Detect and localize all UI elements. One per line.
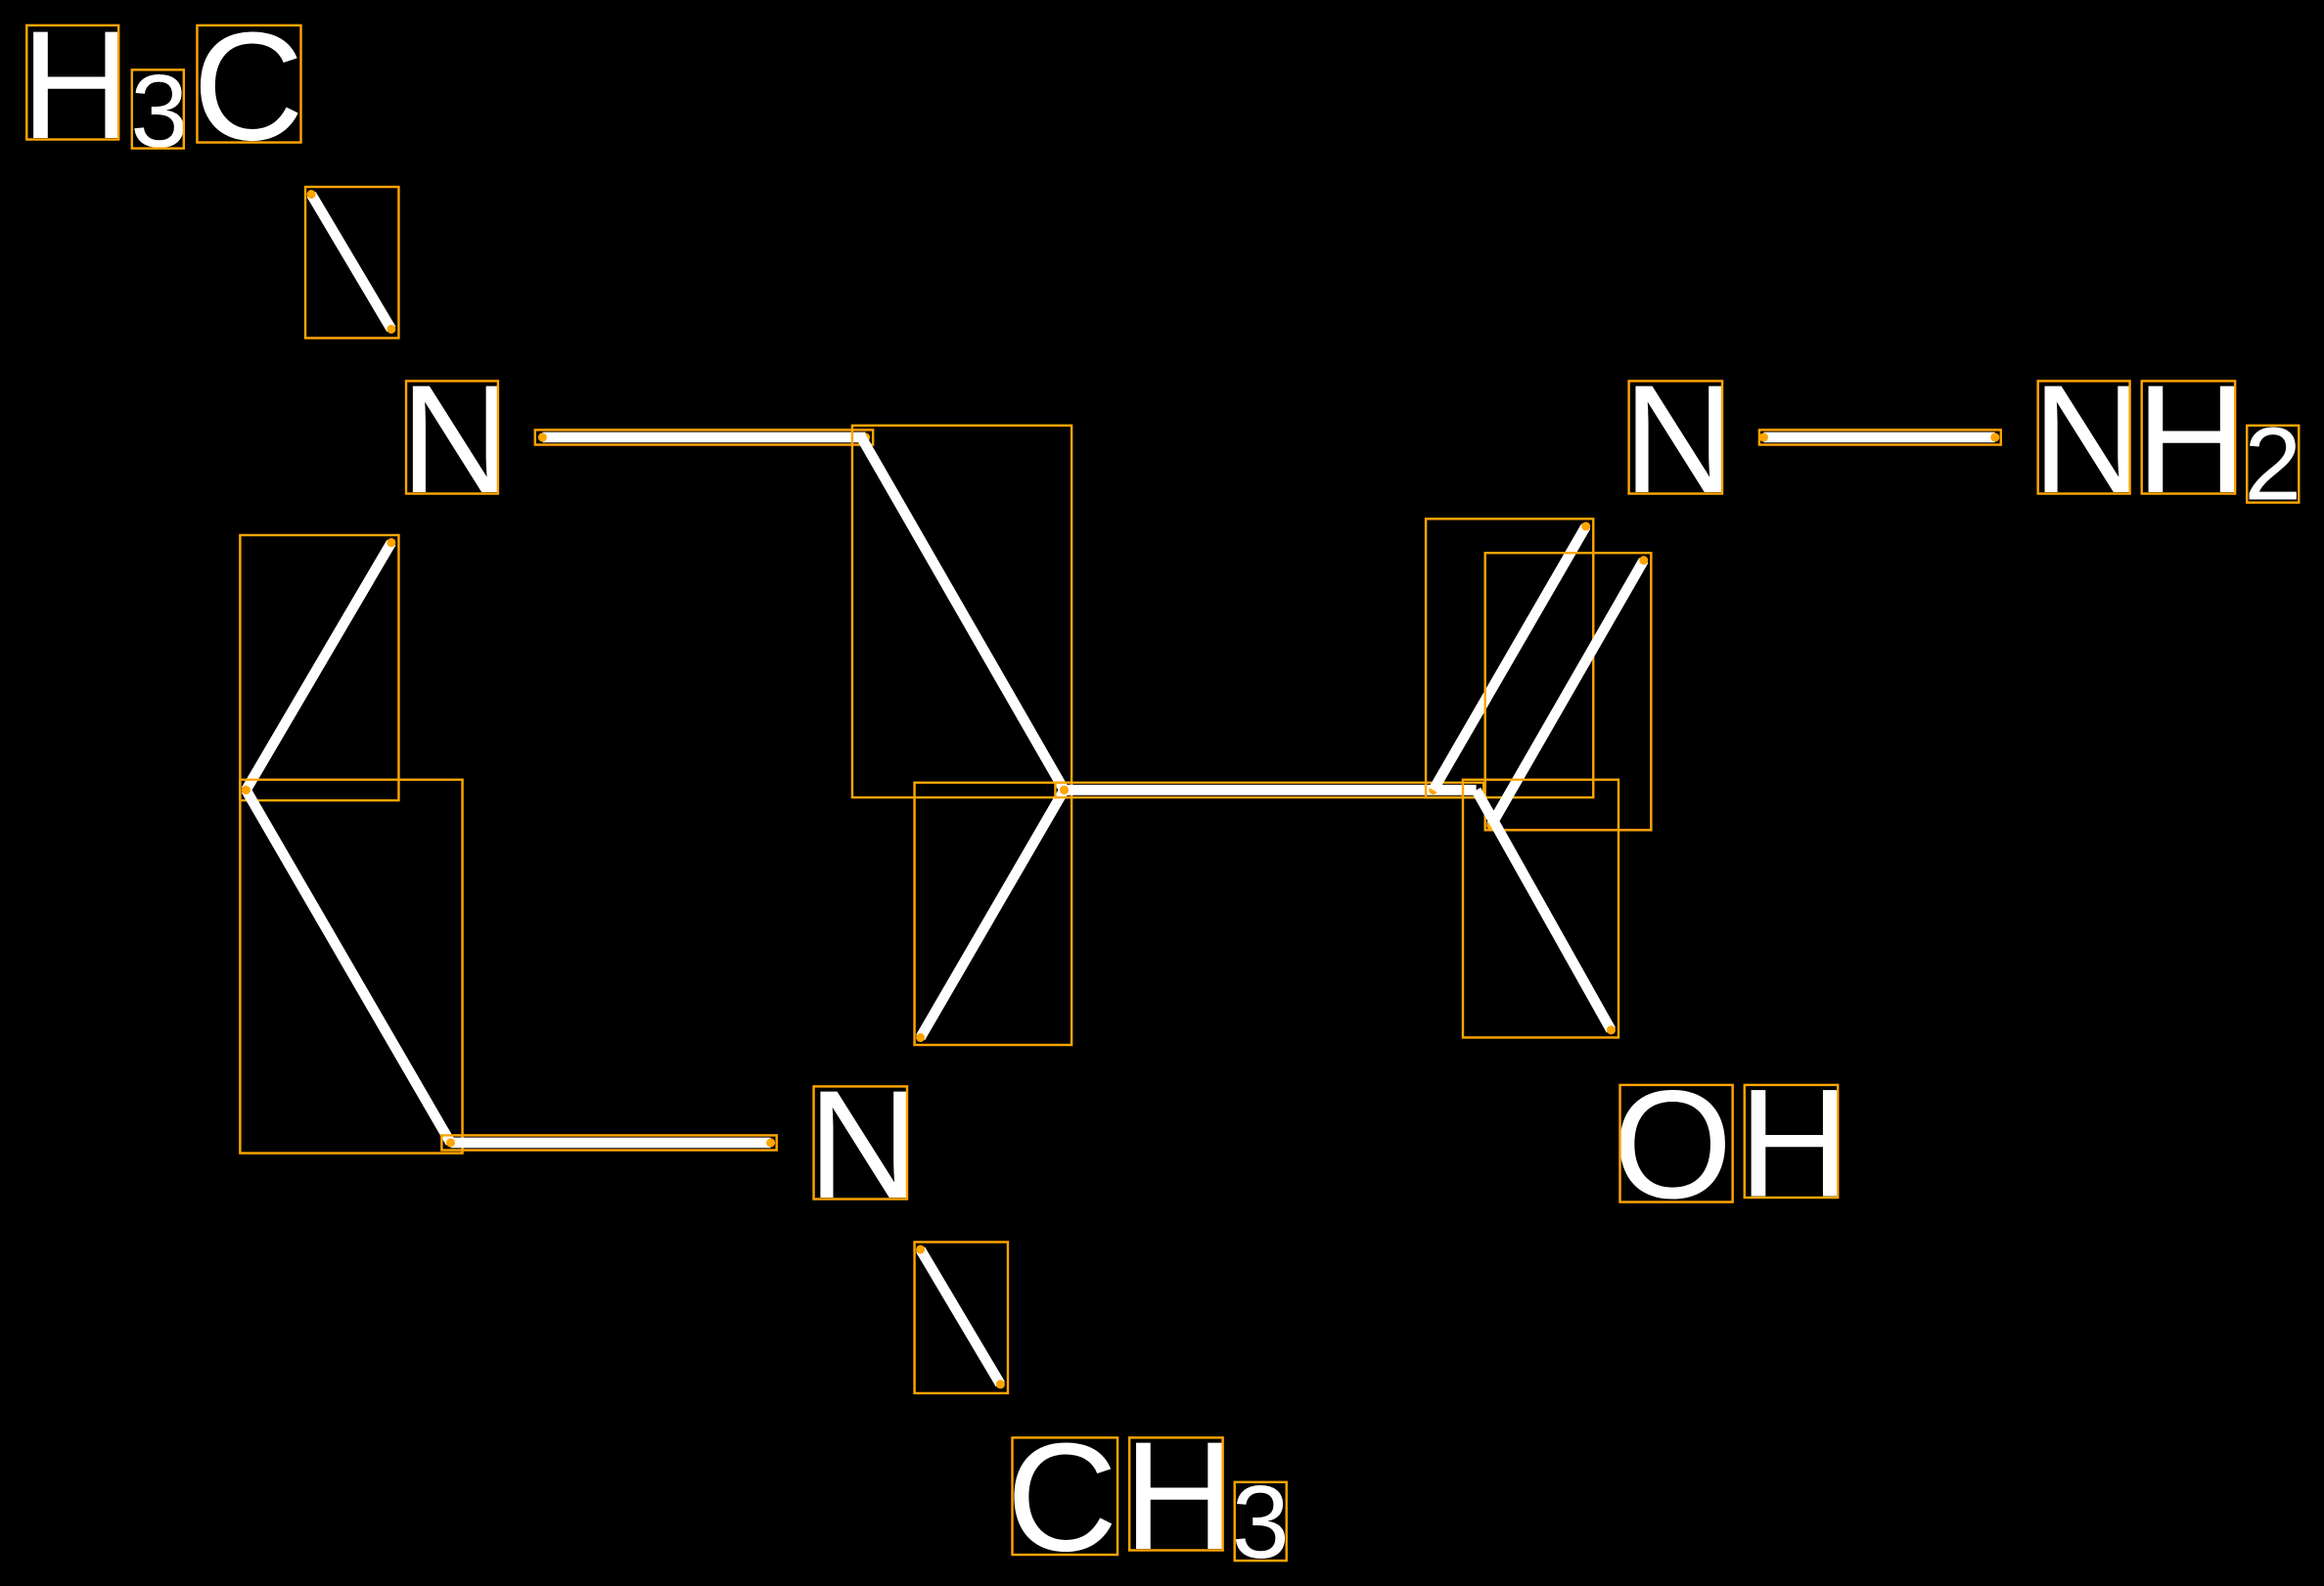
bond-n-left-horizontal [533,429,875,446]
bond-n-nh2 [1757,429,2003,446]
atom-label-h: H [2136,353,2248,525]
bond-bottom-horizontal [440,1134,778,1152]
atom-label-n: N [400,353,512,525]
bond-center-down [913,781,1073,1047]
bond-center-horizontal [1054,781,1485,799]
atom-oh: O H [1613,1057,1850,1231]
atom-label-c: C [193,1,304,173]
bond-methyl-top-n [303,185,400,340]
atom-label-h: H [1123,1410,1235,1582]
atom-label-h: H [1739,1057,1850,1229]
bond-diag-center [850,424,1073,799]
atom-n-left: N [400,353,512,525]
atom-ch3-bottom: C H 3 [1006,1410,1289,1584]
bond-double-2 [1483,551,1653,832]
atom-n-bottom: N [807,1059,919,1231]
atom-subscript: 2 [2244,407,2301,522]
atom-label-n: N [807,1059,919,1231]
bonds [239,185,2003,1395]
bond-methyl-bottom [913,1241,1010,1395]
bond-to-oh [1461,778,1620,1039]
atom-subscript: 3 [130,54,188,169]
atom-label-n: N [1623,353,1735,525]
atom-label-n: N [2032,353,2144,525]
bond-ring-left-lower [239,778,464,1155]
atom-h3c-top: H 3 C [21,0,303,173]
atom-label-h: H [21,0,132,171]
atom-nh2: N H 2 [2032,353,2302,525]
bond-ring-left-upper [239,533,400,802]
atom-n-right: N [1623,353,1735,525]
